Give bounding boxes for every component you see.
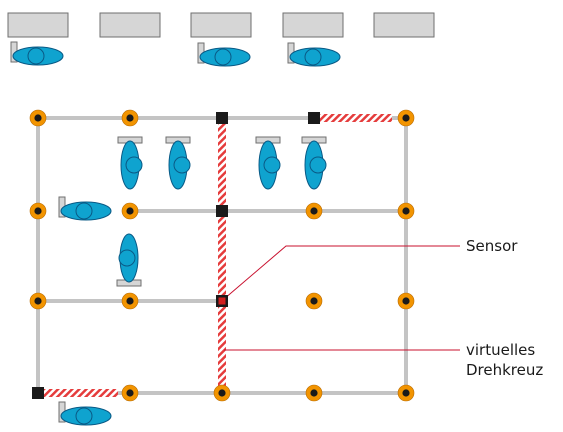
circle-node-icon — [213, 384, 231, 402]
circle-node-icon — [397, 202, 415, 220]
circle-node-icon — [305, 292, 323, 310]
virtual-turnstiles — [44, 114, 392, 397]
sensor-label: Sensor — [466, 237, 518, 255]
circle-node-icon — [305, 202, 323, 220]
virtual-turnstile-vertical — [218, 123, 226, 387]
callout-labels: Sensor virtuelles Drehkreuz — [466, 237, 543, 379]
sensor-nodes — [29, 109, 415, 402]
desk — [373, 12, 435, 38]
circle-node-icon — [397, 384, 415, 402]
sensor-leader-line — [223, 245, 460, 300]
square-sensor-icon — [32, 387, 44, 399]
circle-node-icon — [121, 292, 139, 310]
person-topview-icon — [255, 136, 281, 190]
leader-lines — [223, 245, 460, 351]
circle-node-icon — [397, 292, 415, 310]
people — [10, 41, 341, 426]
person-topview-icon — [10, 41, 64, 66]
circle-node-icon — [29, 109, 47, 127]
turnstile-label-line2: Drehkreuz — [466, 361, 543, 379]
person-topview-icon — [117, 136, 143, 190]
person-topview-icon — [301, 136, 327, 190]
person-topview-icon — [287, 42, 341, 67]
square-sensor-icon — [216, 205, 228, 217]
desk — [282, 12, 344, 38]
circle-node-icon — [121, 109, 139, 127]
square-sensor-icon — [308, 112, 320, 124]
circle-node-icon — [121, 202, 139, 220]
top-desks — [7, 12, 435, 38]
virtual-turnstile-top-right — [318, 114, 392, 122]
person-topview-icon — [58, 401, 112, 426]
circle-node-icon — [29, 292, 47, 310]
person-topview-icon — [58, 196, 112, 221]
circle-node-icon — [121, 384, 139, 402]
desk — [190, 12, 252, 38]
person-topview-icon — [116, 233, 142, 287]
active-sensor-icon — [216, 295, 228, 307]
circle-node-icon — [29, 202, 47, 220]
circle-node-icon — [305, 384, 323, 402]
turnstile-label-line1: virtuelles — [466, 341, 535, 359]
square-sensor-icon — [216, 112, 228, 124]
circle-node-icon — [397, 109, 415, 127]
virtual-turnstile-bottom-left — [44, 389, 118, 397]
desk — [7, 12, 69, 38]
person-topview-icon — [197, 42, 251, 67]
person-topview-icon — [165, 136, 191, 190]
desk — [99, 12, 161, 38]
